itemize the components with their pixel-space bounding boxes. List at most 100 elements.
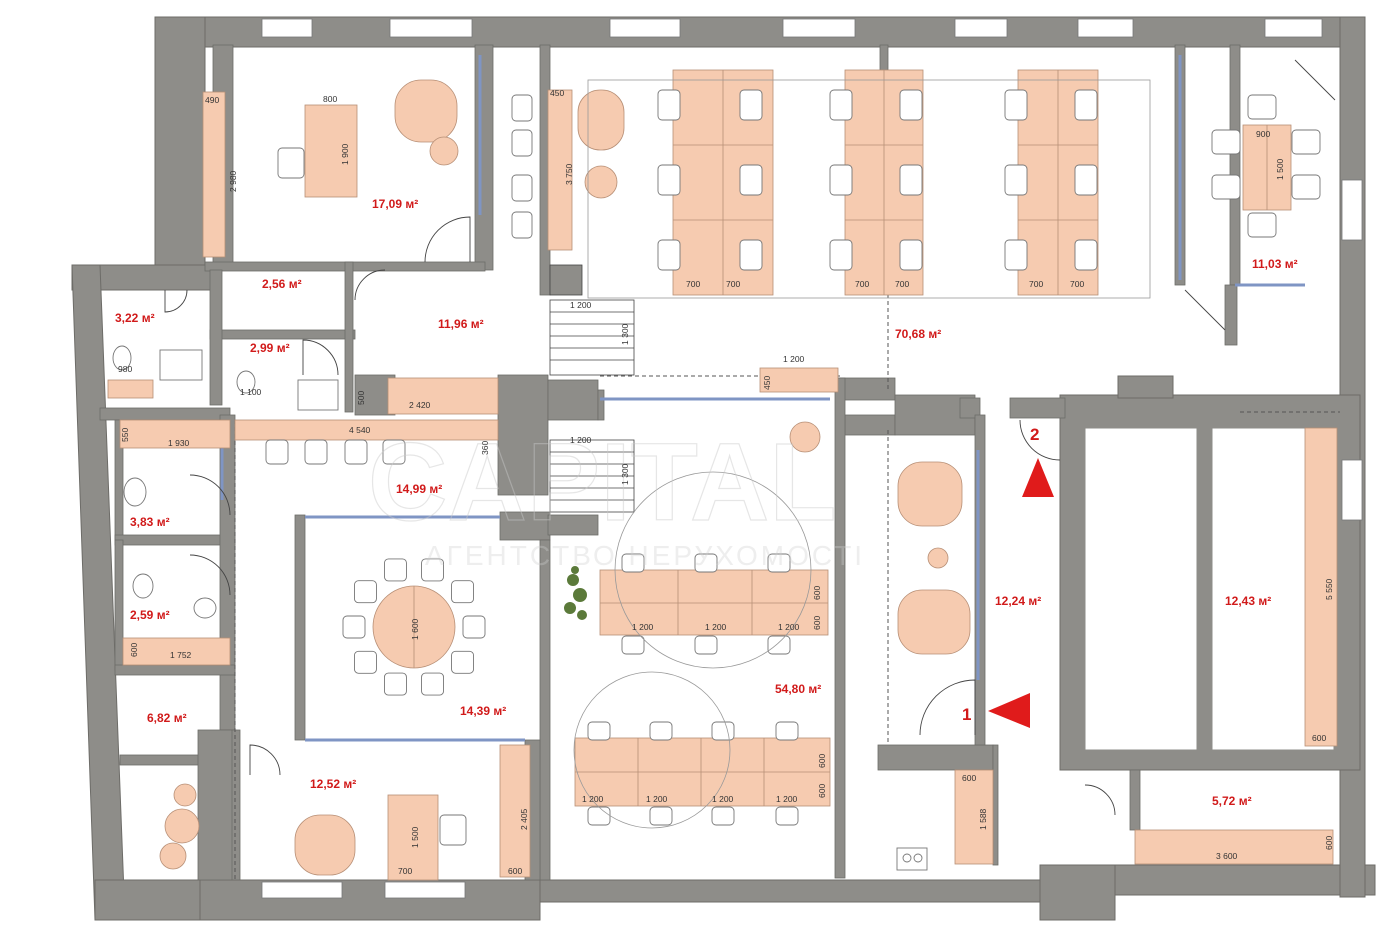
entrance-label-2: 2 bbox=[1030, 425, 1039, 444]
dimension-label: 1 200 bbox=[582, 794, 604, 804]
room-area-label: 17,09 м² bbox=[372, 197, 418, 211]
chair-icon bbox=[384, 558, 407, 582]
dimension-label: 600 bbox=[1312, 733, 1326, 743]
chair-icon bbox=[511, 94, 533, 122]
dimension-label: 1 500 bbox=[1275, 158, 1285, 180]
dimension-label: 2 420 bbox=[409, 400, 431, 410]
dimension-label: 800 bbox=[323, 94, 337, 104]
chair-icon bbox=[694, 635, 718, 655]
dimension-label: 1 200 bbox=[570, 300, 592, 310]
chair-icon bbox=[775, 721, 799, 741]
dimension-label: 2 980 bbox=[228, 170, 238, 192]
dimension-label: 1 600 bbox=[410, 618, 420, 640]
dimension-label: 1 300 bbox=[620, 463, 630, 485]
chair-icon bbox=[382, 439, 406, 465]
dimension-label: 2 405 bbox=[519, 808, 529, 830]
chair-icon bbox=[829, 239, 853, 271]
rug-outlines bbox=[573, 79, 1151, 829]
room-area-label: 12,24 м² bbox=[995, 594, 1041, 608]
dimension-label: 600 bbox=[1324, 836, 1334, 850]
chair-icon bbox=[1074, 164, 1098, 196]
dimension-label: 700 bbox=[1070, 279, 1084, 289]
room-area-label: 11,96 м² bbox=[438, 317, 484, 331]
dimension-label: 600 bbox=[812, 586, 822, 600]
dimension-label: 600 bbox=[817, 754, 827, 768]
watermark-brand: CAPITAL bbox=[368, 421, 836, 544]
dimension-label: 700 bbox=[686, 279, 700, 289]
chair-icon bbox=[344, 439, 368, 465]
chair-icon bbox=[587, 806, 611, 826]
chair-icon bbox=[649, 806, 673, 826]
dimension-label: 900 bbox=[1256, 129, 1270, 139]
chair-icon bbox=[587, 721, 611, 741]
stairs bbox=[549, 264, 635, 513]
dimension-label: 600 bbox=[129, 643, 139, 657]
dimension-label: 4 540 bbox=[349, 425, 371, 435]
dimension-label: 600 bbox=[817, 784, 827, 798]
room-area-label: 3,22 м² bbox=[115, 311, 155, 325]
chair-icon bbox=[511, 129, 533, 157]
entrance-label-1: 1 bbox=[962, 705, 971, 724]
dimension-label: 1 200 bbox=[570, 435, 592, 445]
chair-icon bbox=[829, 164, 853, 196]
chair-icon bbox=[1211, 174, 1241, 200]
chair-icon bbox=[421, 672, 444, 696]
chair-icon bbox=[511, 174, 533, 202]
room-area-label: 70,68 м² bbox=[895, 327, 941, 341]
chair-icon bbox=[657, 164, 681, 196]
room-area-label: 6,82 м² bbox=[147, 711, 187, 725]
room-area-label: 2,59 м² bbox=[130, 608, 170, 622]
door-swings bbox=[164, 59, 1336, 816]
bath-fixtures bbox=[112, 345, 928, 871]
chair-icon bbox=[511, 211, 533, 239]
plant-icon bbox=[564, 566, 587, 620]
dimension-label: 360 bbox=[480, 441, 490, 455]
dimension-label: 700 bbox=[726, 279, 740, 289]
dimension-label: 1 500 bbox=[410, 826, 420, 848]
chair-icon bbox=[739, 164, 763, 196]
chair-icon bbox=[1074, 239, 1098, 271]
chair-icon bbox=[342, 615, 366, 639]
chair-icon bbox=[829, 89, 853, 121]
chair-icon bbox=[767, 635, 791, 655]
chair-icon bbox=[354, 650, 377, 674]
room-area-label: 2,56 м² bbox=[262, 277, 302, 291]
chair-icon bbox=[621, 635, 645, 655]
chair-icon bbox=[1211, 129, 1241, 155]
chair-icon bbox=[451, 650, 474, 674]
room-area-label: 2,99 м² bbox=[250, 341, 290, 355]
chair-icon bbox=[657, 239, 681, 271]
dimension-label: 1 200 bbox=[783, 354, 805, 364]
dimension-label: 490 bbox=[205, 95, 219, 105]
chair-icon bbox=[767, 553, 791, 573]
chair-icon bbox=[384, 672, 407, 696]
dimension-label: 1 752 bbox=[170, 650, 192, 660]
dimension-label: 3 750 bbox=[564, 163, 574, 185]
dimension-label: 700 bbox=[855, 279, 869, 289]
chair-icon bbox=[354, 580, 377, 604]
chair-icon bbox=[657, 89, 681, 121]
chair-icon bbox=[1004, 164, 1028, 196]
chairs bbox=[265, 89, 1321, 846]
room-area-label: 11,03 м² bbox=[1252, 257, 1298, 271]
dimension-label: 980 bbox=[118, 364, 132, 374]
room-area-label: 5,72 м² bbox=[1212, 794, 1252, 808]
chair-icon bbox=[694, 553, 718, 573]
dimension-label: 1 588 bbox=[978, 808, 988, 830]
chair-icon bbox=[899, 89, 923, 121]
chair-icon bbox=[1004, 89, 1028, 121]
dimension-label: 600 bbox=[962, 773, 976, 783]
dimension-label: 1 200 bbox=[646, 794, 668, 804]
entrance-arrow-2-icon bbox=[1022, 458, 1054, 497]
chair-icon bbox=[1247, 212, 1277, 238]
chair-icon bbox=[1004, 239, 1028, 271]
room-area-label: 14,39 м² bbox=[460, 704, 506, 718]
dimension-label: 1 100 bbox=[240, 387, 262, 397]
dimension-label: 1 200 bbox=[632, 622, 654, 632]
chair-icon bbox=[304, 439, 328, 465]
room-area-label: 14,99 м² bbox=[396, 482, 442, 496]
chair-icon bbox=[899, 164, 923, 196]
area-labels: 17,09 м² 2,56 м² 3,22 м² 2,99 м² 11,96 м… bbox=[115, 197, 1298, 808]
room-area-label: 54,80 м² bbox=[775, 682, 821, 696]
